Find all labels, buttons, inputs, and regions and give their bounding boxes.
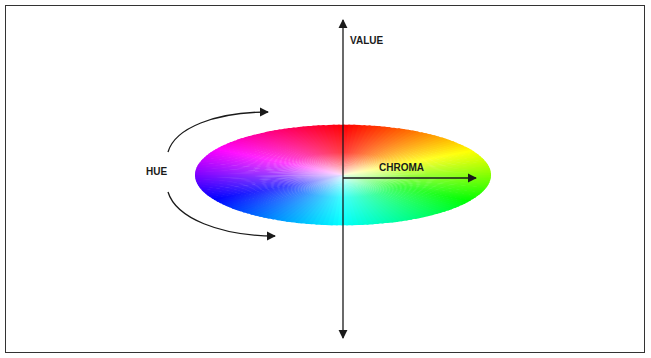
value-axis [342, 20, 343, 338]
axis-label: HUE [146, 167, 167, 177]
hue-arrow-bottom [168, 192, 275, 236]
axis-label: VALUE [350, 36, 383, 46]
frame-border [6, 6, 645, 353]
axis-label: CHROMA [379, 163, 424, 173]
hue-arrow-top [168, 112, 268, 152]
chroma-axis [343, 177, 476, 178]
